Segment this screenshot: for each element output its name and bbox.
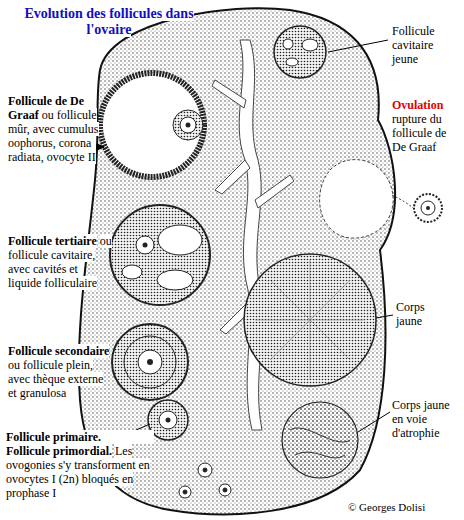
label-text: ou follicule plein, avec thèque externe … (8, 358, 103, 400)
primordial-follicle (179, 463, 231, 498)
tertiary-follicle-part (158, 225, 202, 255)
tertiary-follicle-part (110, 205, 210, 305)
de-graaf-follicle-part (180, 117, 196, 133)
young-cavity-follicle-part (302, 39, 318, 51)
label-text: © Georges Dolisi (348, 501, 425, 513)
leader-line-part (376, 315, 393, 318)
corpus-luteum (244, 254, 376, 386)
ovulation-rupture-part (414, 194, 442, 222)
label-block: © Georges Dolisi (348, 500, 460, 514)
primordial-follicle-part (183, 490, 187, 494)
ovulation-rupture-part (426, 206, 430, 210)
label-block: Follicule tertiaire ou follicule cavitai… (8, 234, 112, 290)
label-block: Follicule secondaire ou follicule plein,… (8, 344, 112, 400)
secondary-follicle-part (138, 350, 162, 374)
primordial-follicle-part (219, 484, 231, 496)
medulla-part (255, 175, 294, 208)
tertiary-follicle-part (143, 243, 148, 248)
leader-line-part (97, 144, 104, 150)
secondary-follicle (112, 324, 188, 400)
tertiary-follicle-part (122, 265, 142, 279)
medulla-part (215, 160, 250, 194)
tertiary-follicle-part (157, 270, 193, 290)
secondary-follicle-part (112, 324, 188, 400)
atrophic-corpus-luteum-part (290, 428, 350, 458)
primary-follicle-part (148, 400, 188, 440)
corpus-luteum-part (255, 260, 365, 380)
label-text: Evolution des follicules dans l'ovaire (24, 6, 193, 37)
de-graaf-follicle-part (186, 123, 191, 128)
label-text: rupture du follicule de De Graaf (392, 112, 446, 154)
primary-follicle-part (159, 411, 177, 429)
de-graaf-follicle (100, 73, 204, 177)
medulla-part (212, 80, 246, 108)
leader-line-part (358, 412, 390, 432)
tertiary-follicle-part (136, 236, 154, 254)
label-text: Corps jaune en voie d'atrophie (392, 398, 450, 440)
primordial-follicle-part (223, 488, 227, 492)
young-cavity-follicle-part (286, 58, 298, 66)
label-text: Ovulation (392, 98, 462, 112)
ovulation-rupture (320, 160, 442, 239)
label-block: Follicule cavitaire jeune (392, 24, 460, 66)
label-text: Follicule primordial. (6, 444, 112, 458)
secondary-follicle-part (124, 336, 176, 388)
primary-follicle-part (166, 418, 171, 423)
ovulation-rupture-part (392, 195, 413, 208)
label-block: Corps jaune (396, 300, 452, 328)
primordial-follicle-part (203, 468, 207, 472)
label-block: Ovulationrupture du follicule de De Graa… (392, 98, 462, 154)
young-cavity-follicle (274, 26, 326, 78)
label-text: Follicule primaire. (6, 430, 154, 444)
primordial-follicle-part (198, 463, 212, 477)
label-text: Follicule cavitaire jeune (392, 24, 435, 66)
young-cavity-follicle-part (274, 26, 326, 78)
corpus-luteum-part (244, 254, 376, 386)
ovulation-rupture-part (421, 201, 435, 215)
label-text: Follicule secondaire (8, 344, 109, 358)
ovulation-rupture-part (320, 160, 394, 239)
de-graaf-follicle-part (100, 73, 204, 177)
primary-follicle (148, 400, 188, 440)
label-text: Follicule tertiaire (8, 234, 97, 248)
leader-line-part (328, 40, 388, 52)
label-text: Corps jaune (396, 300, 425, 328)
young-cavity-follicle-part (283, 39, 293, 49)
title-block: Evolution des follicules dans l'ovaire (20, 6, 198, 38)
tertiary-follicle (110, 205, 210, 305)
label-block: Corps jaune en voie d'atrophie (392, 398, 460, 440)
primordial-follicle-part (179, 486, 191, 498)
leader-line (96, 40, 393, 437)
label-block: Follicule primaire.Follicule primordial.… (6, 430, 154, 500)
atrophic-corpus-luteum (282, 402, 358, 478)
de-graaf-follicle-part (173, 110, 203, 140)
label-block: Follicule de De Graaf ou follicule mûr, … (8, 94, 104, 164)
secondary-follicle-part (147, 359, 153, 365)
atrophic-corpus-luteum-part (282, 402, 358, 478)
